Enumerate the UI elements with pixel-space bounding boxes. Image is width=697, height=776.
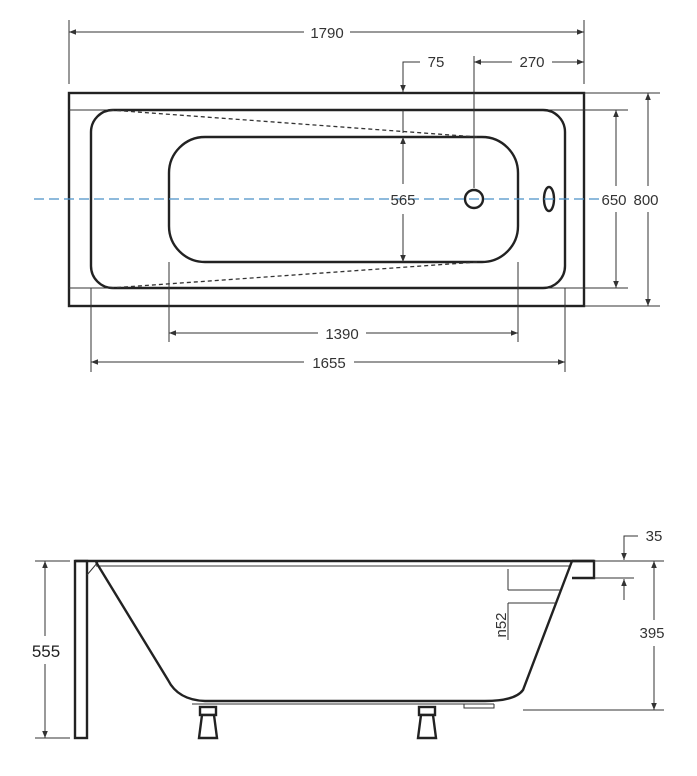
- dim-rim-thickness: 35: [646, 528, 663, 545]
- dim-75-leader: [400, 61, 420, 92]
- dim-inner-depth: 395: [639, 625, 664, 642]
- dim-overall-height: 555: [32, 642, 60, 661]
- tub-bottom-detail: [192, 703, 495, 709]
- rim-end-lip: [572, 559, 596, 580]
- slope-dash-top: [109, 109, 479, 138]
- dim-inner-width: 565: [390, 192, 415, 209]
- top-view: 1790 75 270 565 650 800 1390: [34, 20, 660, 372]
- dim-overflow-label: n52: [493, 612, 510, 637]
- dim-overflow-offset: 75: [428, 54, 445, 71]
- leg-left: [197, 705, 219, 740]
- leg-right: [416, 705, 438, 740]
- dim-drain-offset: 270: [519, 54, 544, 71]
- dim-inner-length: 1655: [312, 355, 345, 372]
- dim-overall-length: 1790: [310, 25, 343, 42]
- dim-overall-width: 800: [633, 192, 658, 209]
- front-panel: [73, 559, 89, 740]
- dim-35-leader: [621, 535, 638, 560]
- drain-icon: [463, 188, 485, 210]
- tub-body-profile: [94, 560, 574, 703]
- dim-bottom-length: 1390: [325, 326, 358, 343]
- dim-bowl-width: 650: [601, 192, 626, 209]
- side-view: 555 35 395 n52: [32, 528, 665, 740]
- slope-dash-bottom: [109, 261, 479, 289]
